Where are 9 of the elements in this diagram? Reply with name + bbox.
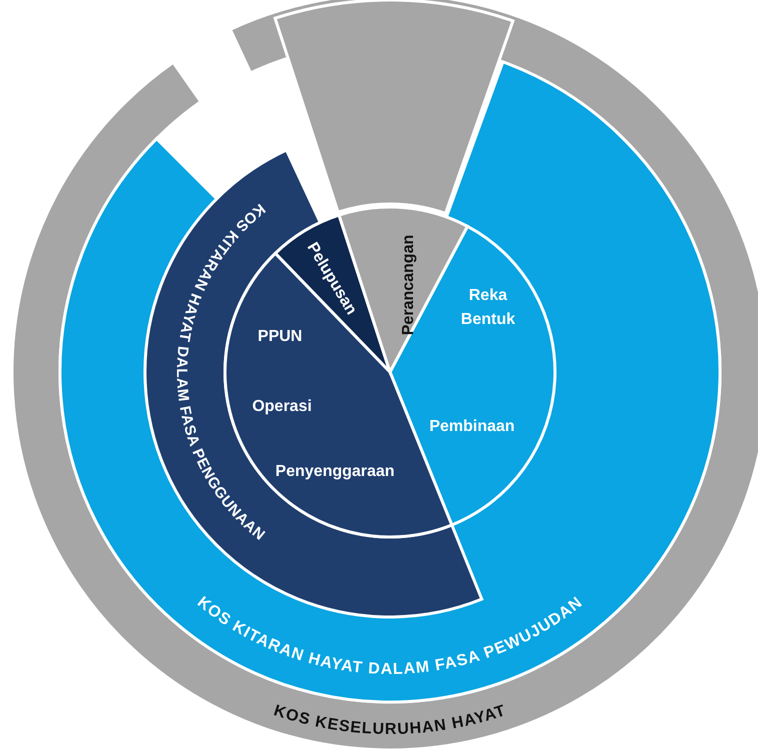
ring-label: KOS KESELURUHAN HAYAT [272, 702, 508, 738]
slice-label: Perancangan [400, 234, 417, 336]
ring-band [58, 60, 721, 704]
slice-label: Penyenggaraan [275, 463, 395, 480]
slice-label: Pembinaan [429, 418, 515, 435]
slice-label: Reka Bentuk [460, 287, 516, 328]
ring-band [10, 0, 758, 751]
slice-label: Operasi [252, 398, 312, 415]
slice-label: PPUN [258, 328, 302, 345]
